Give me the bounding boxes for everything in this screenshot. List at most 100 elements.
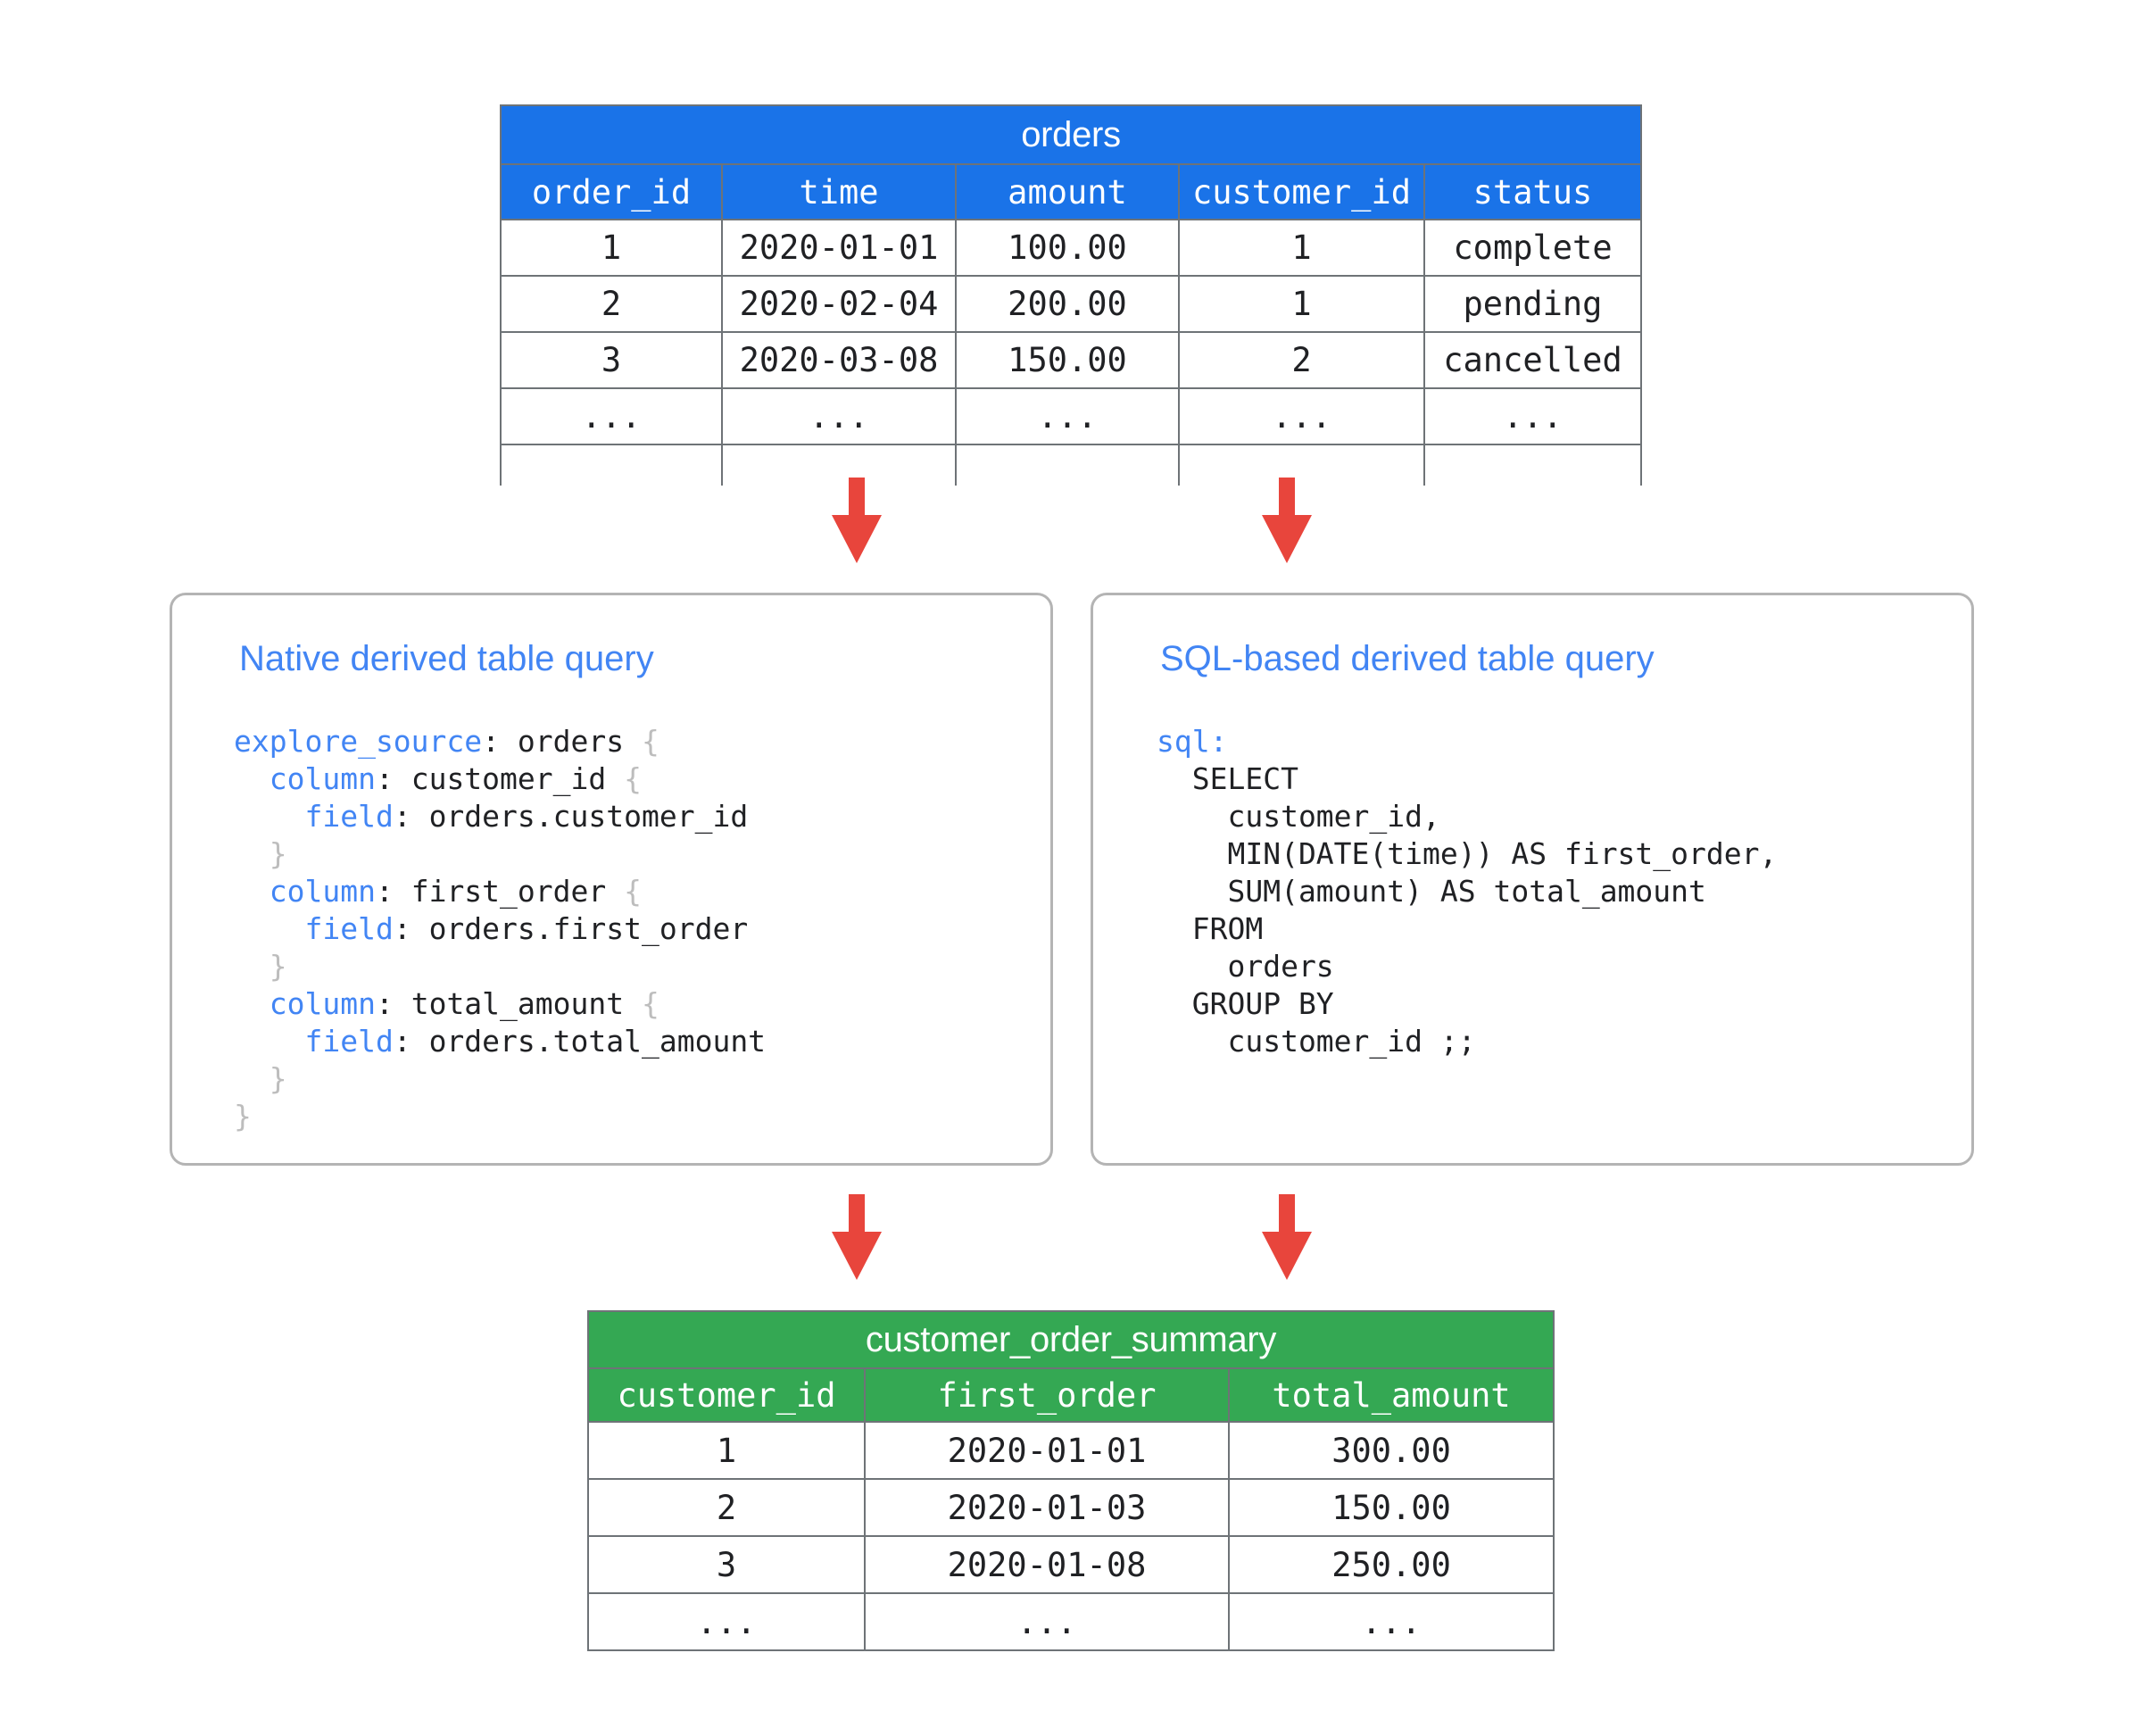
- cell: [1423, 444, 1642, 486]
- code-line: field: orders.total_amount: [234, 1023, 766, 1060]
- code-keyword: sql:: [1157, 724, 1228, 759]
- cell: ...: [721, 387, 957, 445]
- cell: 2: [500, 275, 723, 333]
- down-arrow-icon: [832, 478, 882, 563]
- cell: 2: [587, 1478, 866, 1537]
- code-text: : customer_id: [375, 761, 625, 796]
- down-arrow-icon: [1262, 1194, 1312, 1280]
- table-row-ellipsis: ... ... ...: [587, 1592, 1555, 1651]
- sql-derived-table-card: [1091, 593, 1974, 1166]
- code-brace: {: [624, 761, 642, 796]
- customer-order-summary-table: customer_order_summary customer_id first…: [586, 1310, 1555, 1651]
- cell: 1: [500, 219, 723, 277]
- code-keyword: field: [304, 1024, 394, 1059]
- cell: [721, 444, 957, 486]
- sql-card-title: SQL-based derived table query: [1160, 639, 1655, 678]
- cell: 2020-02-04: [721, 275, 957, 333]
- code-brace: {: [641, 986, 659, 1021]
- orders-table: orders order_id time amount customer_id …: [500, 104, 1642, 486]
- cell: [500, 444, 723, 486]
- cell: ...: [587, 1592, 866, 1651]
- table-row: 1 2020-01-01 100.00 1 complete: [500, 219, 1642, 277]
- code-text: [234, 949, 270, 984]
- orders-col-amount: amount: [955, 163, 1180, 220]
- cell: 150.00: [955, 331, 1180, 389]
- code-text: [234, 836, 270, 871]
- code-text: customer_id,: [1157, 799, 1440, 834]
- code-text: [234, 1061, 270, 1096]
- cell: ...: [1227, 1592, 1555, 1651]
- summary-title-row: customer_order_summary: [586, 1310, 1555, 1369]
- code-line: field: orders.first_order: [234, 910, 766, 948]
- code-line: customer_id,: [1157, 798, 1777, 835]
- code-line: column: customer_id {: [234, 760, 766, 798]
- cell: 2: [1178, 331, 1425, 389]
- orders-col-status: status: [1423, 163, 1642, 220]
- code-text: SUM(amount) AS total_amount: [1157, 874, 1706, 909]
- table-row-ellipsis: ... ... ... ... ...: [500, 387, 1642, 445]
- code-keyword: field: [304, 799, 394, 834]
- cell: 2020-01-01: [864, 1421, 1230, 1480]
- code-text: [234, 874, 270, 909]
- code-text: [234, 799, 304, 834]
- orders-table-name: orders: [500, 104, 1642, 165]
- code-text: [234, 986, 270, 1021]
- code-keyword: field: [304, 911, 394, 946]
- code-text: : orders.customer_id: [393, 799, 749, 834]
- down-arrow-icon: [1262, 478, 1312, 563]
- code-line: customer_id ;;: [1157, 1023, 1777, 1060]
- code-text: : orders: [482, 724, 642, 759]
- code-line: sql:: [1157, 723, 1777, 760]
- table-row-clipped: [500, 444, 1642, 486]
- code-line: column: total_amount {: [234, 985, 766, 1023]
- cell: 2020-03-08: [721, 331, 957, 389]
- cell: 1: [587, 1421, 866, 1480]
- cell: 150.00: [1227, 1478, 1555, 1537]
- code-text: : orders.first_order: [393, 911, 749, 946]
- code-line: SUM(amount) AS total_amount: [1157, 873, 1777, 910]
- table-row: 2 2020-02-04 200.00 1 pending: [500, 275, 1642, 333]
- cell: 3: [500, 331, 723, 389]
- code-line: orders: [1157, 948, 1777, 985]
- cell: ...: [500, 387, 723, 445]
- table-row: 1 2020-01-01 300.00: [587, 1421, 1555, 1480]
- cell: complete: [1423, 219, 1642, 277]
- code-line: GROUP BY: [1157, 985, 1777, 1023]
- code-text: SELECT: [1157, 761, 1298, 796]
- cell: cancelled: [1423, 331, 1642, 389]
- code-brace: }: [234, 1099, 252, 1134]
- cell: [1178, 444, 1425, 486]
- code-text: : first_order: [375, 874, 625, 909]
- native-card-title: Native derived table query: [239, 639, 654, 678]
- cell: ...: [1178, 387, 1425, 445]
- orders-col-customer-id: customer_id: [1178, 163, 1425, 220]
- orders-col-order-id: order_id: [500, 163, 723, 220]
- code-keyword: column: [269, 986, 376, 1021]
- cell: ...: [1423, 387, 1642, 445]
- cell: 250.00: [1227, 1535, 1555, 1594]
- code-line: }: [234, 1098, 766, 1135]
- cell: 300.00: [1227, 1421, 1555, 1480]
- cell: 2020-01-08: [864, 1535, 1230, 1594]
- code-line: explore_source: orders {: [234, 723, 766, 760]
- table-row: 3 2020-01-08 250.00: [587, 1535, 1555, 1594]
- cell: [955, 444, 1180, 486]
- code-line: MIN(DATE(time)) AS first_order,: [1157, 835, 1777, 873]
- cell: 2020-01-03: [864, 1478, 1230, 1537]
- code-text: : orders.total_amount: [393, 1024, 767, 1059]
- code-line: field: orders.customer_id: [234, 798, 766, 835]
- code-text: customer_id ;;: [1157, 1024, 1476, 1059]
- sql-card-code: sql: SELECT customer_id, MIN(DATE(time))…: [1157, 723, 1777, 1060]
- code-keyword: column: [269, 761, 376, 796]
- code-keyword: explore_source: [234, 724, 483, 759]
- cell: 3: [587, 1535, 866, 1594]
- code-text: orders: [1157, 949, 1334, 984]
- cell: 1: [1178, 219, 1425, 277]
- orders-title-row: orders: [500, 104, 1642, 165]
- code-line: }: [234, 835, 766, 873]
- code-text: FROM: [1157, 911, 1264, 946]
- cell: pending: [1423, 275, 1642, 333]
- code-line: column: first_order {: [234, 873, 766, 910]
- code-text: GROUP BY: [1157, 986, 1334, 1021]
